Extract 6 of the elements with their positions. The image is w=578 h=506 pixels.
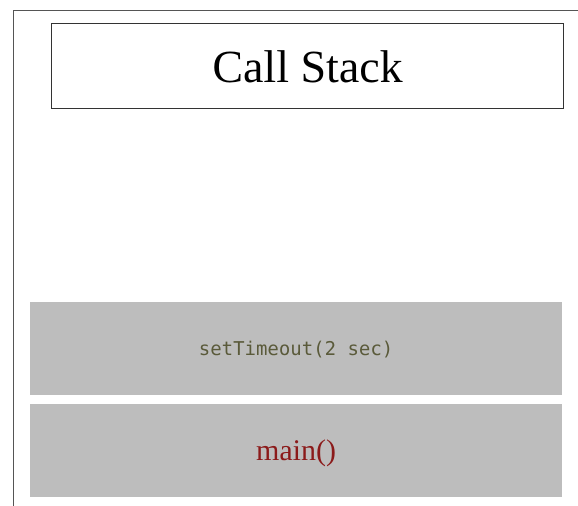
stack-frame bbox=[30, 302, 562, 395]
stack-frame bbox=[30, 404, 562, 497]
function-call: main() bbox=[256, 434, 336, 468]
title-box bbox=[51, 23, 564, 109]
stack-title: Call Stack bbox=[212, 40, 403, 92]
function-call: setTimeout(2 sec) bbox=[198, 338, 394, 360]
